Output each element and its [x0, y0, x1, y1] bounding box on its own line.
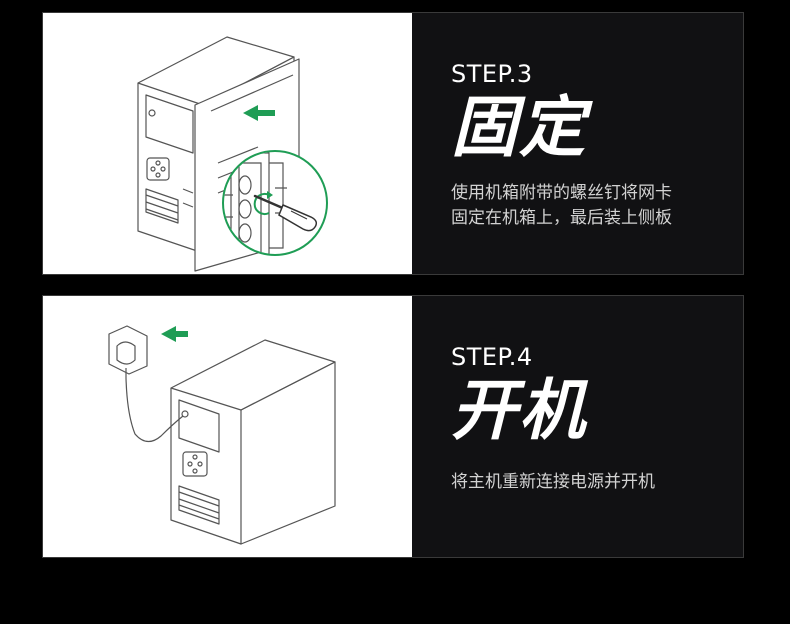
power-cable-icon [125, 377, 184, 443]
step-4-desc-line-1: 将主机重新连接电源并开机 [451, 472, 655, 492]
step-4-panel: STEP.4 开机 将主机重新连接电源并开机 [42, 295, 744, 558]
arrow-icon [243, 105, 275, 121]
step-3-illustration [43, 13, 412, 274]
step-3-desc-line-2: 固定在机箱上，最后装上侧板 [451, 208, 672, 228]
step-4-label: STEP.4 [451, 343, 533, 371]
step-3-desc-line-1: 使用机箱附带的螺丝钉将网卡 [451, 183, 672, 203]
step-3-title: 固定 [451, 89, 587, 166]
power-plug-icon [116, 341, 136, 378]
step-3-text: STEP.3 固定 使用机箱附带的螺丝钉将网卡 固定在机箱上，最后装上侧板 [451, 13, 743, 274]
step-3-label: STEP.3 [451, 60, 533, 88]
screwdriver-icon [253, 194, 318, 232]
step-4-title: 开机 [451, 372, 587, 449]
step-3-panel: STEP.3 固定 使用机箱附带的螺丝钉将网卡 固定在机箱上，最后装上侧板 [42, 12, 744, 275]
arrow-icon [161, 326, 188, 342]
step-4-svg [108, 325, 336, 545]
step-4-illustration [43, 296, 412, 557]
step-4-text: STEP.4 开机 将主机重新连接电源并开机 [451, 296, 743, 557]
step-3-svg [137, 36, 328, 272]
step-3-description: 使用机箱附带的螺丝钉将网卡 固定在机箱上，最后装上侧板 [451, 181, 672, 231]
step-4-description: 将主机重新连接电源并开机 [451, 470, 655, 495]
computer-case-icon [170, 339, 336, 545]
